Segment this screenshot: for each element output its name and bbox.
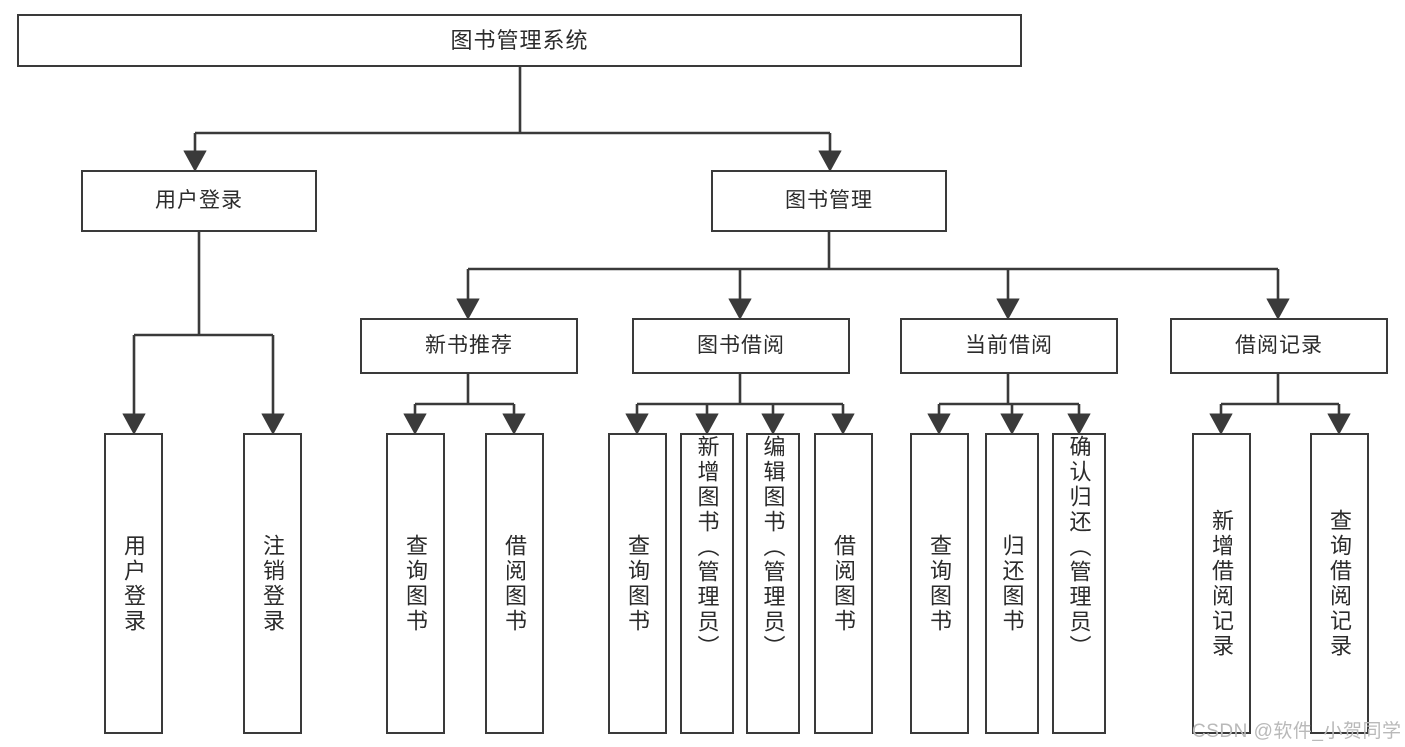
node-leaf-borrow-book-rec-label: 借阅图书 — [502, 533, 528, 634]
node-root[interactable]: 图书管理系统 — [17, 14, 1022, 67]
node-leaf-query-record-label: 查询借阅记录 — [1327, 508, 1353, 659]
node-leaf-query-book-borrow-label: 查询图书 — [625, 533, 651, 634]
node-book-manage[interactable]: 图书管理 — [711, 170, 947, 232]
node-book-borrow[interactable]: 图书借阅 — [632, 318, 850, 374]
node-leaf-query-book-borrow[interactable]: 查询图书 — [608, 433, 667, 734]
node-new-book-rec[interactable]: 新书推荐 — [360, 318, 578, 374]
node-leaf-edit-book-label: 编辑图书（管理员） — [760, 435, 786, 660]
node-leaf-confirm-return[interactable]: 确认归还（管理员） — [1052, 433, 1106, 734]
node-leaf-user-login-label: 用户登录 — [121, 533, 147, 634]
node-borrow-record[interactable]: 借阅记录 — [1170, 318, 1388, 374]
node-leaf-add-record-label: 新增借阅记录 — [1209, 508, 1235, 659]
node-leaf-confirm-return-label: 确认归还（管理员） — [1066, 435, 1092, 660]
node-leaf-query-book-cur[interactable]: 查询图书 — [910, 433, 969, 734]
node-user-login[interactable]: 用户登录 — [81, 170, 317, 232]
node-current-borrow-label: 当前借阅 — [965, 333, 1053, 357]
node-leaf-user-logout[interactable]: 注销登录 — [243, 433, 302, 734]
node-leaf-return-book-label: 归还图书 — [999, 533, 1025, 634]
node-leaf-borrow-book-label: 借阅图书 — [831, 533, 857, 634]
csdn-watermark: CSDN @软件_小贺同学 — [1192, 721, 1402, 742]
node-leaf-borrow-book-rec[interactable]: 借阅图书 — [485, 433, 544, 734]
node-user-login-label: 用户登录 — [155, 188, 243, 212]
node-leaf-borrow-book[interactable]: 借阅图书 — [814, 433, 873, 734]
node-new-book-rec-label: 新书推荐 — [425, 333, 513, 357]
node-leaf-add-book-label: 新增图书（管理员） — [694, 435, 720, 660]
node-current-borrow[interactable]: 当前借阅 — [900, 318, 1118, 374]
node-leaf-user-login[interactable]: 用户登录 — [104, 433, 163, 734]
node-leaf-edit-book[interactable]: 编辑图书（管理员） — [746, 433, 800, 734]
node-leaf-return-book[interactable]: 归还图书 — [985, 433, 1039, 734]
node-book-manage-label: 图书管理 — [785, 188, 873, 212]
node-leaf-query-book-rec[interactable]: 查询图书 — [386, 433, 445, 734]
node-leaf-user-logout-label: 注销登录 — [260, 533, 286, 634]
node-root-label: 图书管理系统 — [450, 27, 589, 53]
node-book-borrow-label: 图书借阅 — [697, 333, 785, 357]
node-leaf-add-record[interactable]: 新增借阅记录 — [1192, 433, 1251, 734]
node-leaf-query-book-cur-label: 查询图书 — [927, 533, 953, 634]
node-leaf-query-record[interactable]: 查询借阅记录 — [1310, 433, 1369, 734]
node-leaf-add-book[interactable]: 新增图书（管理员） — [680, 433, 734, 734]
node-leaf-query-book-rec-label: 查询图书 — [403, 533, 429, 634]
node-borrow-record-label: 借阅记录 — [1235, 333, 1323, 357]
